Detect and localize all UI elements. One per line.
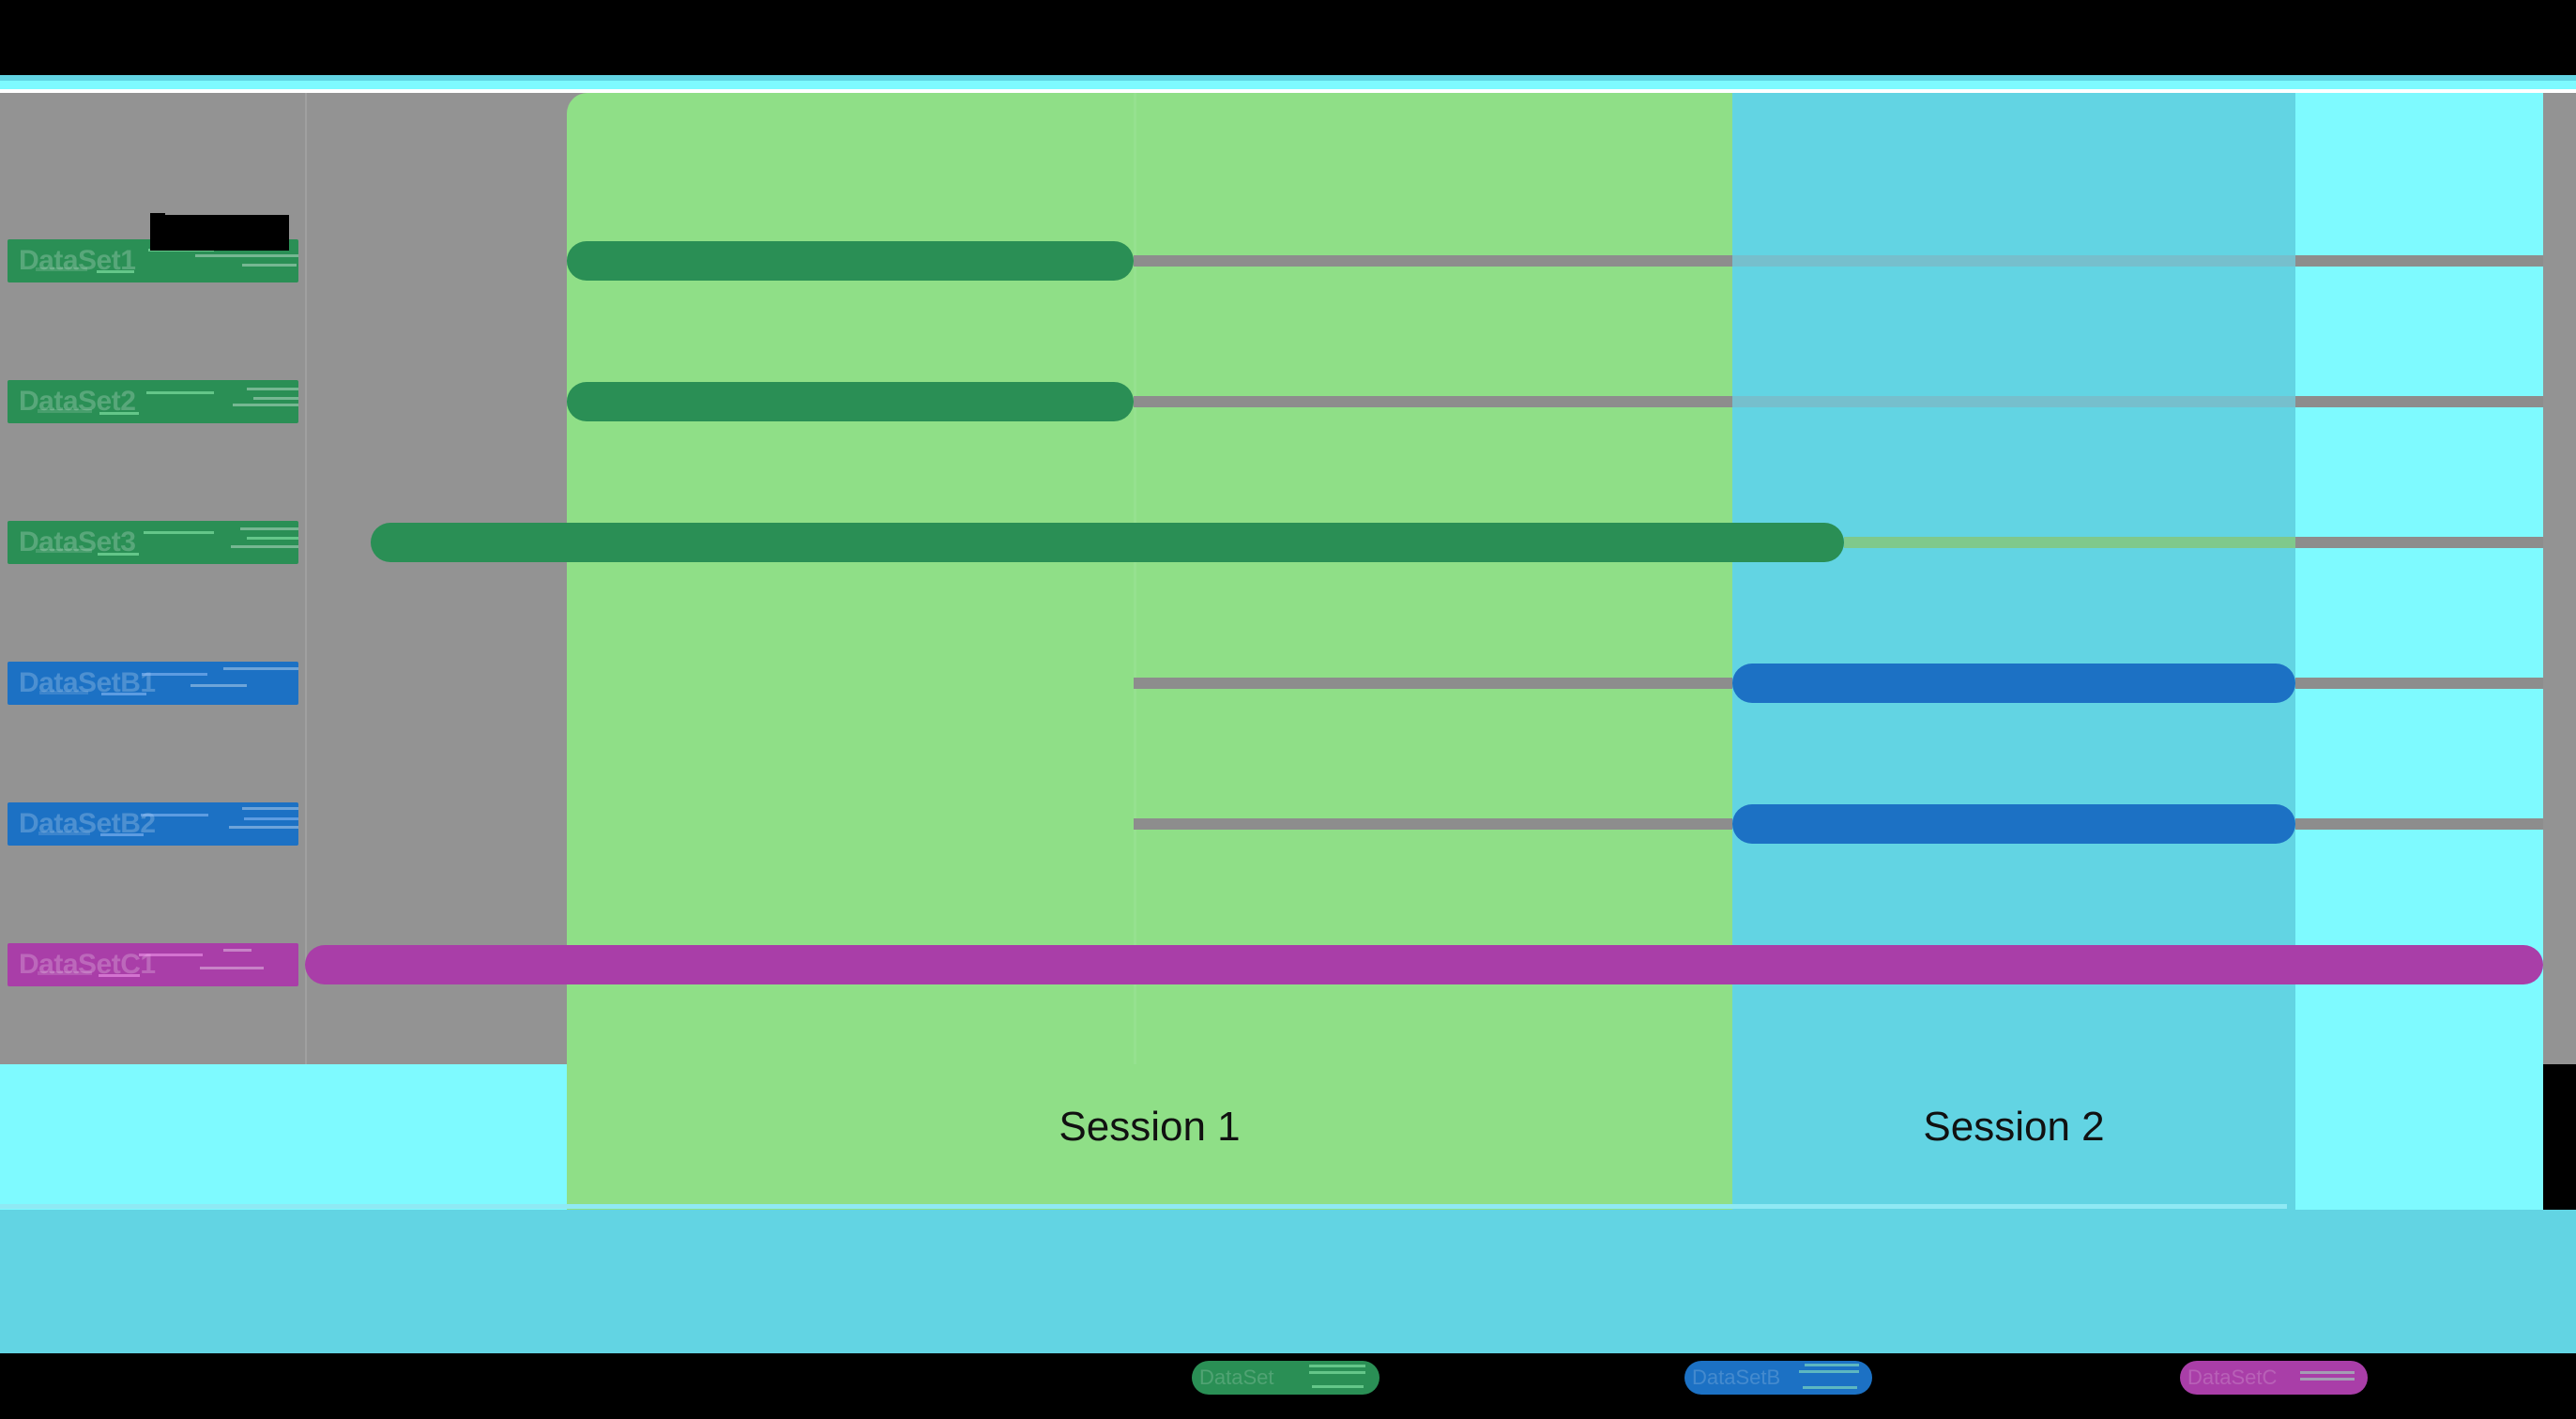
bottom-band-hairline <box>0 1204 2287 1209</box>
chart-title-redacted <box>150 215 289 251</box>
row-connector-line <box>1134 396 1732 407</box>
task-label: DataSet1 <box>19 245 136 276</box>
plot-area: DataSet1 DataSet2 <box>0 93 2576 1064</box>
session-1-midline <box>1134 93 1136 1064</box>
row-connector-line <box>1134 818 1732 830</box>
table-row[interactable]: DataSetB1 <box>0 613 2576 754</box>
row-connector-line <box>2295 396 2543 407</box>
row-connector-line <box>1134 678 1732 689</box>
table-row[interactable]: DataSet1 <box>0 191 2576 331</box>
chart-legend: DataSet DataSetB DataSetC <box>0 1353 2576 1419</box>
row-connector-line <box>1844 537 2295 548</box>
gantt-bar[interactable] <box>567 382 1134 421</box>
footer-left-panel <box>0 1064 567 1210</box>
row-connector-line <box>1732 396 2295 407</box>
legend-item-dataset[interactable]: DataSet <box>1192 1361 1379 1395</box>
table-row[interactable]: DataSet3 <box>0 472 2576 613</box>
table-row[interactable]: DataSet2 <box>0 331 2576 472</box>
row-connector-line <box>2295 255 2543 267</box>
gantt-bar[interactable] <box>305 945 2543 984</box>
row-connector-line <box>1134 255 1732 267</box>
legend-item-datasetb[interactable]: DataSetB <box>1684 1361 1872 1395</box>
task-label: DataSetC1 <box>19 949 156 980</box>
top-black-bar <box>0 0 2576 75</box>
task-label-chip[interactable]: DataSet3 <box>8 521 298 564</box>
legend-label: DataSet <box>1199 1366 1274 1389</box>
task-label-chip[interactable]: DataSet2 <box>8 380 298 423</box>
legend-label: DataSetB <box>1692 1366 1781 1389</box>
task-label: DataSet3 <box>19 526 136 557</box>
gantt-bar[interactable] <box>1732 804 2295 844</box>
session-band-3 <box>2295 93 2543 1064</box>
label-gutter-divider <box>305 93 307 1064</box>
bottom-cyan-band <box>0 1210 2576 1353</box>
table-row[interactable]: DataSetC1 <box>0 894 2576 1035</box>
task-label-chip[interactable]: DataSetB2 <box>8 802 298 846</box>
task-label: DataSet2 <box>19 386 136 417</box>
gantt-bar[interactable] <box>1732 664 2295 703</box>
row-connector-line <box>1732 255 2295 267</box>
task-label-chip[interactable]: DataSetB1 <box>8 662 298 705</box>
session-footer-3 <box>2295 1064 2543 1235</box>
task-label-chip[interactable]: DataSetC1 <box>8 943 298 986</box>
session-label-2: Session 2 <box>1923 1104 2105 1150</box>
session-band-2 <box>1732 93 2295 1064</box>
row-connector-line <box>2295 818 2543 830</box>
row-connector-line <box>2295 537 2543 548</box>
legend-label: DataSetC <box>2187 1366 2278 1389</box>
legend-item-datasetc[interactable]: DataSetC <box>2180 1361 2368 1395</box>
task-label: DataSetB2 <box>19 808 156 839</box>
header-strip-bright <box>0 81 2576 89</box>
gantt-bar[interactable] <box>567 241 1134 281</box>
session-label-1: Session 1 <box>1059 1104 1241 1150</box>
right-gutter <box>2543 93 2576 1064</box>
task-label: DataSetB1 <box>19 667 156 698</box>
table-row[interactable]: DataSetB2 <box>0 754 2576 894</box>
row-connector-line <box>2295 678 2543 689</box>
header-hairline-divider <box>0 89 2576 93</box>
gantt-bar[interactable] <box>371 523 1844 562</box>
